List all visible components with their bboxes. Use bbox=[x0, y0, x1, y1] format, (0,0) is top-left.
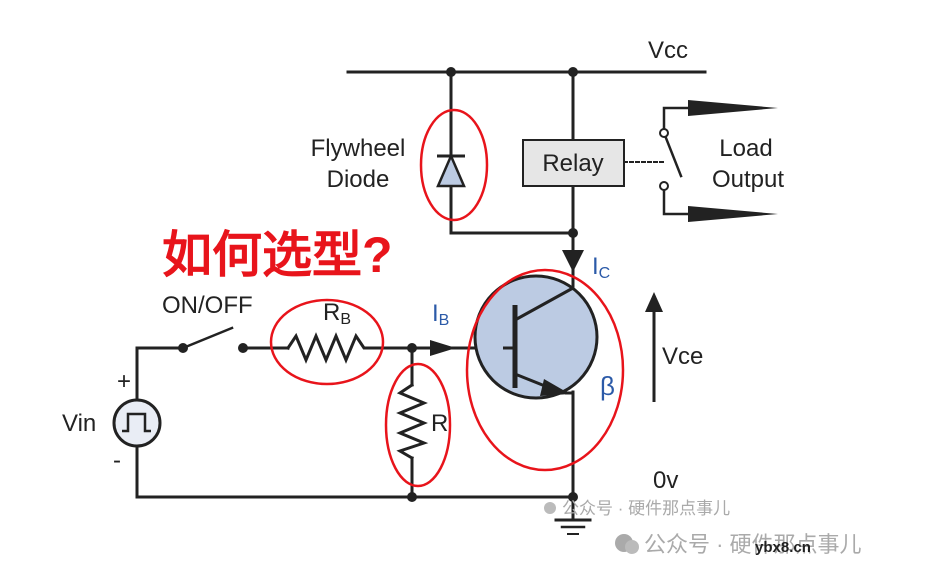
site-watermark: ybx8.cn bbox=[755, 539, 811, 556]
diode-label: Diode bbox=[327, 166, 390, 193]
relay-label: Relay bbox=[542, 150, 603, 177]
highlight-r bbox=[384, 362, 452, 488]
transistor-collector bbox=[514, 286, 574, 322]
switch-dot-left bbox=[178, 343, 188, 353]
highlight-transistor bbox=[465, 268, 625, 472]
square-wave-icon bbox=[122, 412, 151, 433]
contact-wire-bottom bbox=[662, 184, 690, 216]
junction-dots bbox=[178, 67, 578, 502]
switch-lever bbox=[181, 326, 234, 350]
contact-wire-top bbox=[662, 106, 690, 135]
vcc-label: Vcc bbox=[648, 37, 688, 64]
rb-label: RB bbox=[323, 299, 351, 328]
ic-label: IC bbox=[592, 253, 610, 282]
flywheel-diode bbox=[436, 140, 466, 188]
transistor-body bbox=[473, 274, 599, 400]
vin-source bbox=[112, 398, 162, 448]
contact-blade bbox=[662, 131, 683, 178]
rb-resistor bbox=[285, 332, 372, 364]
watermark-text-1: 公众号 · 硬件那点事儿 bbox=[562, 499, 730, 518]
plus-label: + bbox=[117, 368, 131, 395]
junction-dot bbox=[568, 67, 578, 77]
vin-source-circle bbox=[112, 398, 162, 448]
switch-dot-right bbox=[238, 343, 248, 353]
r-resistor bbox=[396, 382, 429, 461]
junction-dot bbox=[407, 492, 417, 502]
minus-label: - bbox=[113, 447, 121, 474]
arrow-load-bottom bbox=[688, 206, 778, 222]
arrow-load-top bbox=[688, 100, 778, 116]
junction-dot bbox=[407, 343, 417, 353]
question-title: 如何选型? bbox=[162, 227, 393, 283]
flywheel-label: Flywheel bbox=[311, 135, 406, 162]
wechat-icon bbox=[544, 502, 556, 514]
contact-dots bbox=[659, 128, 669, 191]
junction-dot bbox=[568, 492, 578, 502]
highlight-rb bbox=[269, 298, 385, 386]
junction-dot bbox=[446, 67, 456, 77]
relay-box bbox=[522, 139, 625, 187]
r-label: R bbox=[431, 410, 448, 437]
contact-dot-bottom bbox=[659, 181, 669, 191]
load-output-arrows bbox=[688, 100, 778, 222]
beta-label: β bbox=[600, 371, 615, 401]
output-label: Output bbox=[712, 166, 784, 193]
ic-arrow bbox=[562, 250, 584, 272]
watermark: 公众号 · 硬件那点事儿 公众号 · 硬件那点事儿 ybx8.cn bbox=[544, 499, 862, 557]
ib-label: IB bbox=[432, 300, 449, 329]
vce-arrow bbox=[645, 292, 663, 402]
contact-dot-top bbox=[659, 128, 669, 138]
load-label: Load bbox=[719, 135, 772, 162]
ib-arrow bbox=[430, 340, 456, 356]
on-off-label: ON/OFF bbox=[162, 292, 253, 319]
highlight-circles bbox=[269, 108, 625, 488]
diode-triangle bbox=[436, 152, 466, 188]
zero-v-label: 0v bbox=[653, 467, 678, 494]
highlight-diode bbox=[419, 108, 489, 222]
junction-dot bbox=[568, 228, 578, 238]
watermark-text-2: 公众号 · 硬件那点事儿 bbox=[644, 532, 862, 557]
emitter-arrow bbox=[540, 379, 570, 396]
vce-label: Vce bbox=[662, 343, 703, 370]
transistor bbox=[473, 270, 599, 400]
vin-label: Vin bbox=[62, 410, 96, 437]
